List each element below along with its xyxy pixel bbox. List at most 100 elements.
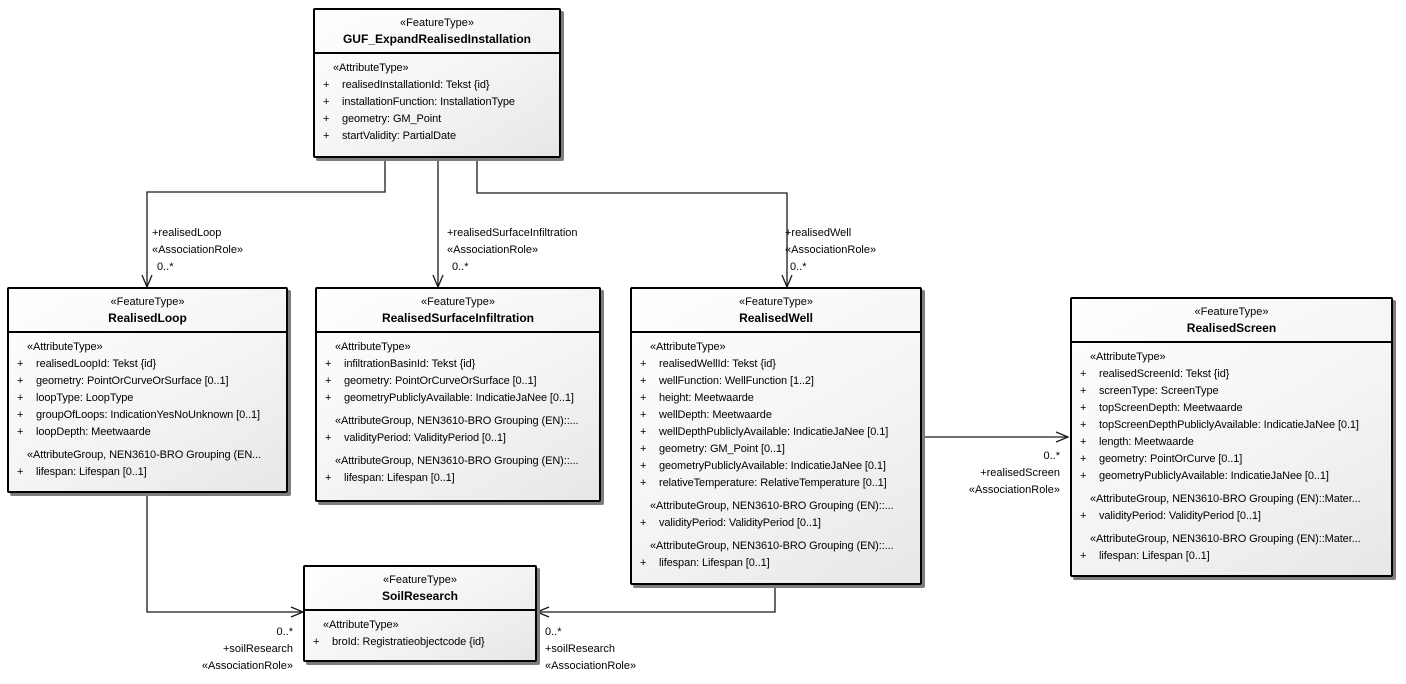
- attribute-group-stereotype-row: «AttributeGroup, NEN3610-BRO Grouping (E…: [650, 540, 894, 552]
- attribute-row: +installationFunction: InstallationType: [323, 96, 515, 108]
- class-stereotype: «FeatureType»: [400, 17, 474, 29]
- attribute-row: +broId: Registratieobjectcode {id}: [313, 636, 485, 648]
- attribute-row: +topScreenDepthPubliclyAvailable: Indica…: [1080, 419, 1359, 431]
- class-title: «FeatureType» RealisedLoop: [9, 289, 286, 333]
- role-name: +realisedLoop: [152, 227, 222, 239]
- role-name: +soilResearch: [545, 643, 616, 655]
- association-line-soilresearch-right: [538, 585, 776, 613]
- open-arrowhead-down-icon: [781, 274, 793, 289]
- attribute-row: +geometry: GM_Point [0..1]: [640, 443, 785, 455]
- role-name: +realisedWell: [785, 227, 852, 239]
- class-stereotype: «FeatureType»: [739, 296, 813, 308]
- attribute-row: +groupOfLoops: IndicationYesNoUnknown [0…: [17, 409, 260, 421]
- attribute-compartment: «AttributeType» +realisedScreenId: Tekst…: [1072, 343, 1391, 568]
- class-title: «FeatureType» RealisedWell: [632, 289, 920, 333]
- attribute-group-stereotype-row: «AttributeGroup, NEN3610-BRO Grouping (E…: [27, 449, 262, 461]
- class-stereotype: «FeatureType»: [1194, 306, 1269, 318]
- attribute-compartment: «AttributeType» +realisedWellId: Tekst {…: [632, 333, 920, 575]
- attribute-row: +validityPeriod: ValidityPeriod [0..1]: [640, 517, 821, 529]
- attribute-group-stereotype-row: «AttributeGroup, NEN3610-BRO Grouping (E…: [335, 415, 579, 427]
- attribute-row: +lifespan: Lifespan [0..1]: [1080, 550, 1210, 562]
- class-box-guf-expandrealisedinstallation[interactable]: «FeatureType» GUF_ExpandRealisedInstalla…: [313, 8, 561, 158]
- class-box-realisedloop[interactable]: «FeatureType» RealisedLoop «AttributeTyp…: [7, 287, 288, 493]
- attribute-row: +geometryPubliclyAvailable: IndicatieJaN…: [325, 392, 574, 404]
- class-box-realisedsurfaceinfiltration[interactable]: «FeatureType» RealisedSurfaceInfiltratio…: [315, 287, 601, 502]
- attribute-row: +topScreenDepth: Meetwaarde: [1080, 402, 1243, 414]
- attribute-row: +startValidity: PartialDate: [323, 130, 456, 142]
- role-name: +soilResearch: [222, 643, 293, 655]
- attribute-row: +validityPeriod: ValidityPeriod [0..1]: [1080, 510, 1261, 522]
- open-arrowhead-right-icon: [290, 606, 305, 618]
- class-title: «FeatureType» RealisedSurfaceInfiltratio…: [317, 289, 599, 333]
- attribute-stereotype-row: «AttributeType»: [333, 62, 409, 74]
- class-box-realisedwell[interactable]: «FeatureType» RealisedWell «AttributeTyp…: [630, 287, 922, 585]
- attribute-row: +length: Meetwaarde: [1080, 436, 1194, 448]
- attribute-row: +geometryPubliclyAvailable: IndicatieJaN…: [1080, 470, 1329, 482]
- attribute-stereotype-row: «AttributeType»: [323, 619, 399, 631]
- attribute-group-stereotype-row: «AttributeGroup, NEN3610-BRO Grouping (E…: [650, 500, 894, 512]
- attribute-row: +validityPeriod: ValidityPeriod [0..1]: [325, 432, 506, 444]
- association-label-realisedsurfaceinfiltration: +realisedSurfaceInfiltration «Associatio…: [447, 225, 578, 276]
- attribute-row: +realisedWellId: Tekst {id}: [640, 358, 776, 370]
- class-name: GUF_ExpandRealisedInstallation: [342, 32, 532, 46]
- class-name: SoilResearch: [381, 589, 459, 603]
- association-label-soilresearch-right: 0..* +soilResearch «AssociationRole»: [545, 624, 636, 675]
- attribute-row: +realisedInstallationId: Tekst {id}: [323, 79, 490, 91]
- attribute-stereotype-row: «AttributeType»: [335, 341, 411, 353]
- attribute-row: +wellFunction: WellFunction [1..2]: [640, 375, 814, 387]
- attribute-row: +relativeTemperature: RelativeTemperatur…: [640, 477, 887, 489]
- attribute-row: +height: Meetwaarde: [640, 392, 754, 404]
- class-title: «FeatureType» GUF_ExpandRealisedInstalla…: [315, 10, 559, 54]
- attribute-row: +geometry: GM_Point: [323, 113, 442, 125]
- attribute-stereotype-row: «AttributeType»: [27, 341, 103, 353]
- class-stereotype: «FeatureType»: [110, 296, 185, 308]
- attribute-stereotype-row: «AttributeType»: [650, 341, 726, 353]
- attribute-row: +loopDepth: Meetwaarde: [17, 426, 151, 438]
- association-stereotype: «AssociationRole»: [968, 484, 1060, 496]
- open-arrowhead-left-icon: [535, 606, 550, 618]
- association-stereotype: «AssociationRole»: [447, 244, 539, 256]
- attribute-row: +geometry: PointOrCurveOrSurface [0..1]: [17, 375, 229, 387]
- role-name: +realisedScreen: [980, 467, 1060, 479]
- class-stereotype: «FeatureType»: [383, 574, 457, 586]
- class-box-realisedscreen[interactable]: «FeatureType» RealisedScreen «AttributeT…: [1070, 297, 1393, 577]
- attribute-row: +lifespan: Lifespan [0..1]: [325, 472, 455, 484]
- attribute-group-stereotype-row: «AttributeGroup, NEN3610-BRO Grouping (E…: [1090, 533, 1361, 545]
- class-name: RealisedScreen: [1186, 321, 1277, 335]
- multiplicity: 0..*: [1043, 450, 1060, 462]
- attribute-row: +geometry: PointOrCurveOrSurface [0..1]: [325, 375, 537, 387]
- attribute-row: +infiltrationBasinId: Tekst {id}: [325, 358, 476, 370]
- attribute-row: +screenType: ScreenType: [1080, 385, 1219, 397]
- attribute-row: +geometryPubliclyAvailable: IndicatieJaN…: [640, 460, 886, 472]
- association-label-realisedwell: +realisedWell «AssociationRole» 0..*: [785, 225, 876, 276]
- attribute-group-stereotype-row: «AttributeGroup, NEN3610-BRO Grouping (E…: [335, 455, 579, 467]
- class-title: «FeatureType» RealisedScreen: [1072, 299, 1391, 343]
- class-name: RealisedLoop: [108, 311, 187, 325]
- association-stereotype: «AssociationRole»: [785, 244, 877, 256]
- class-stereotype: «FeatureType»: [421, 296, 495, 308]
- open-arrowhead-right-icon: [1055, 431, 1070, 443]
- association-stereotype: «AssociationRole»: [201, 660, 293, 672]
- role-name: +realisedSurfaceInfiltration: [447, 227, 578, 239]
- attribute-row: +realisedLoopId: Tekst {id}: [17, 358, 157, 370]
- open-arrowhead-down-icon: [141, 274, 153, 289]
- attribute-stereotype-row: «AttributeType»: [1090, 351, 1166, 363]
- multiplicity: 0..*: [276, 626, 293, 638]
- multiplicity: 0..*: [157, 261, 174, 273]
- attribute-row: +geometry: PointOrCurve [0..1]: [1080, 453, 1243, 465]
- multiplicity: 0..*: [545, 626, 562, 638]
- attribute-row: +loopType: LoopType: [17, 392, 134, 404]
- association-stereotype: «AssociationRole»: [545, 660, 637, 672]
- multiplicity: 0..*: [452, 261, 469, 273]
- class-name: RealisedSurfaceInfiltration: [381, 311, 535, 325]
- association-label-soilresearch-left: 0..* +soilResearch «AssociationRole»: [202, 624, 293, 675]
- class-box-soilresearch[interactable]: «FeatureType» SoilResearch «AttributeTyp…: [303, 565, 537, 662]
- association-label-realisedscreen: 0..* +realisedScreen «AssociationRole»: [969, 448, 1060, 499]
- attribute-compartment: «AttributeType» +infiltrationBasinId: Te…: [317, 333, 599, 490]
- open-arrowhead-down-icon: [432, 274, 444, 289]
- association-line-soilresearch-left: [146, 493, 302, 613]
- class-title: «FeatureType» SoilResearch: [305, 567, 535, 611]
- attribute-compartment: «AttributeType» +realisedInstallationId:…: [315, 54, 559, 148]
- association-stereotype: «AssociationRole»: [152, 244, 244, 256]
